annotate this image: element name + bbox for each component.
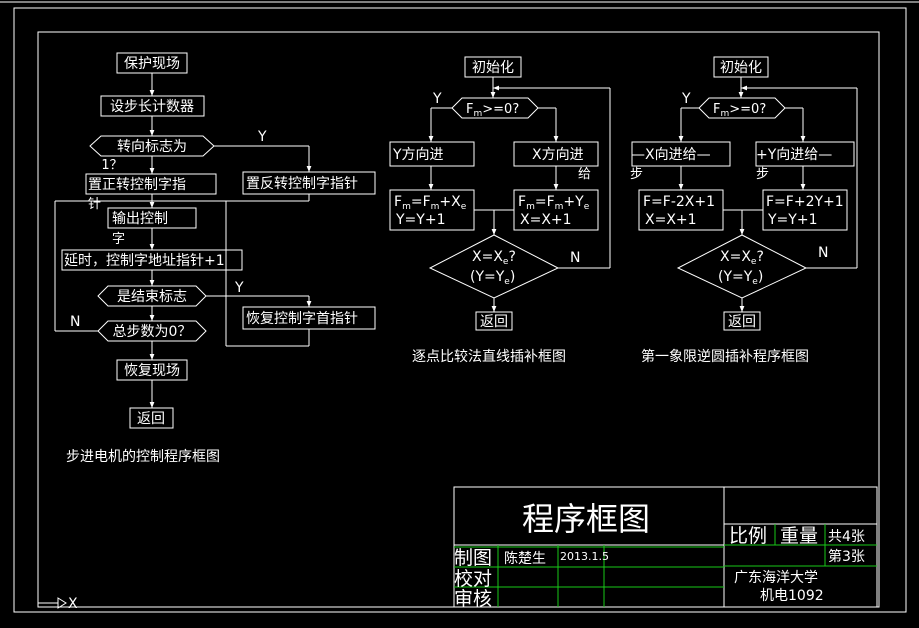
caption2: 逐点比较法直线插补框图 [412,348,566,365]
ucs-x-label: X [68,596,78,612]
output2-text: 字 [112,232,125,247]
end2-decision[interactable] [428,234,560,299]
end-q-text: 是结束标志 [117,289,187,305]
right-y3-text: Y=Y+1 [767,212,817,228]
tb-title: 程序框图 [522,500,650,538]
y2b-label: Y [432,91,442,107]
right-feed3b-text: 步 [756,167,769,182]
right-calc3-box[interactable] [762,189,848,231]
set-counter-text: 设步长计数器 [110,99,194,115]
tb-class: 机电1092 [760,588,824,604]
ucs-arrow-icon [57,597,67,609]
left-calc-box[interactable] [389,189,475,231]
tb-drawer: 陈楚生 [504,550,546,567]
y-feed-text: Y方向进 [392,147,444,163]
n2-label: N [570,250,580,266]
circular-interp-flowchart: 初始化 Fm>=0? Y —X向进给— 步 +Y向进给— 步 F=F-2X+1 … [630,56,858,365]
return3-text: 返回 [728,314,756,330]
turn-q2-text: 1？ [101,158,122,173]
tb-school: 广东海洋大学 [734,570,818,586]
left-f3-text: F=F-2X+1 [643,194,715,210]
cond2-text: Fm>=0? [466,102,519,119]
left-feed3-box[interactable] [631,141,731,167]
delay-text: 延时，控制字地址指针+1 [64,253,225,269]
return2-box[interactable] [475,311,513,331]
left-x3-text: X=X+1 [645,212,697,228]
total-decision[interactable] [97,320,207,342]
end3-text: X=Xe? [720,249,764,267]
y2-label: Y [234,280,244,296]
init3-text: 初始化 [720,59,762,76]
return2-text: 返回 [480,314,508,330]
linear-interp-flowchart: 初始化 Fm>=0? Y Y方向进 X方向进 给 Fm=Fm+Xe Y=Y+1 … [389,56,611,365]
rev-ptr-text: 置反转控制字指针 [246,176,358,192]
outer-frame [13,7,907,613]
n1-label: N [70,314,80,330]
x-feed2-text: 给 [578,167,591,182]
stepper-control-flowchart: 保护现场 设步长计数器 转向标志为 1？ Y 置正转控制字指 针 置反转控制字指… [54,52,376,465]
right-x-text: X=X+1 [520,212,572,228]
tb-sheet: 第3张 [828,548,865,565]
tb-checked: 校对 [454,568,492,590]
tb-approved: 审核 [454,588,492,610]
ucs-icon: X [38,596,78,612]
reset-ptr-text: 恢复控制字首指针 [246,310,358,327]
title-block: 程序框图 比例 重量 共4张 第3张 制图 陈楚生 2013.1.5 校对 审核… [453,486,878,610]
end3-decision[interactable] [676,234,808,299]
tb-date: 2013.1.5 [560,550,609,563]
fwd-ptr-box[interactable] [85,173,217,195]
left-y-text: Y=Y+1 [395,212,445,228]
return3-box[interactable] [723,311,761,331]
return1-text: 返回 [137,411,165,427]
y3-label: Y [681,91,691,107]
right-feed3-box[interactable] [755,141,855,167]
restore-text: 恢复现场 [124,362,180,379]
x-feed-text: X方向进 [532,147,584,163]
end3b-text: (Y=Ye) [718,269,763,287]
n3-label: N [818,245,828,261]
right-feed3-text: +Y向进给— [756,147,832,163]
init2-text: 初始化 [472,59,514,76]
end2b-text: (Y=Ye) [470,269,515,287]
tb-drawn: 制图 [454,547,492,569]
y-feed-box[interactable] [389,141,475,167]
tb-weight: 重量 [780,525,818,547]
left-feed3b-text: 步 [630,167,643,182]
right-f3-text: F=F+2Y+1 [766,194,844,210]
fwd-ptr2-text: 针 [88,197,101,212]
left-calc3-box[interactable] [638,189,724,231]
caption3: 第一象限逆圆插补程序框图 [641,348,809,365]
left-f-text: Fm=Fm+Xe [394,194,467,212]
right-f-text: Fm=Fm+Ye [518,194,590,212]
caption1: 步进电机的控制程序框图 [66,449,220,465]
cond3-text: Fm>=0? [713,102,766,119]
end2-text: X=Xe? [472,249,516,267]
turn-q-text: 转向标志为 [117,139,187,155]
tb-scale: 比例 [729,525,767,547]
total-q-text: 总步数为0？ [113,324,192,340]
y1-label: Y [257,129,267,145]
x-feed-box[interactable] [513,141,599,167]
tb-total: 共4张 [828,529,865,545]
output-text: 输出控制 [112,211,168,227]
fwd-ptr-text: 置正转控制字指 [88,177,186,193]
return1-box[interactable] [129,407,174,429]
left-feed3-text: —X向进给— [631,147,711,163]
protect-text: 保护现场 [124,56,180,72]
